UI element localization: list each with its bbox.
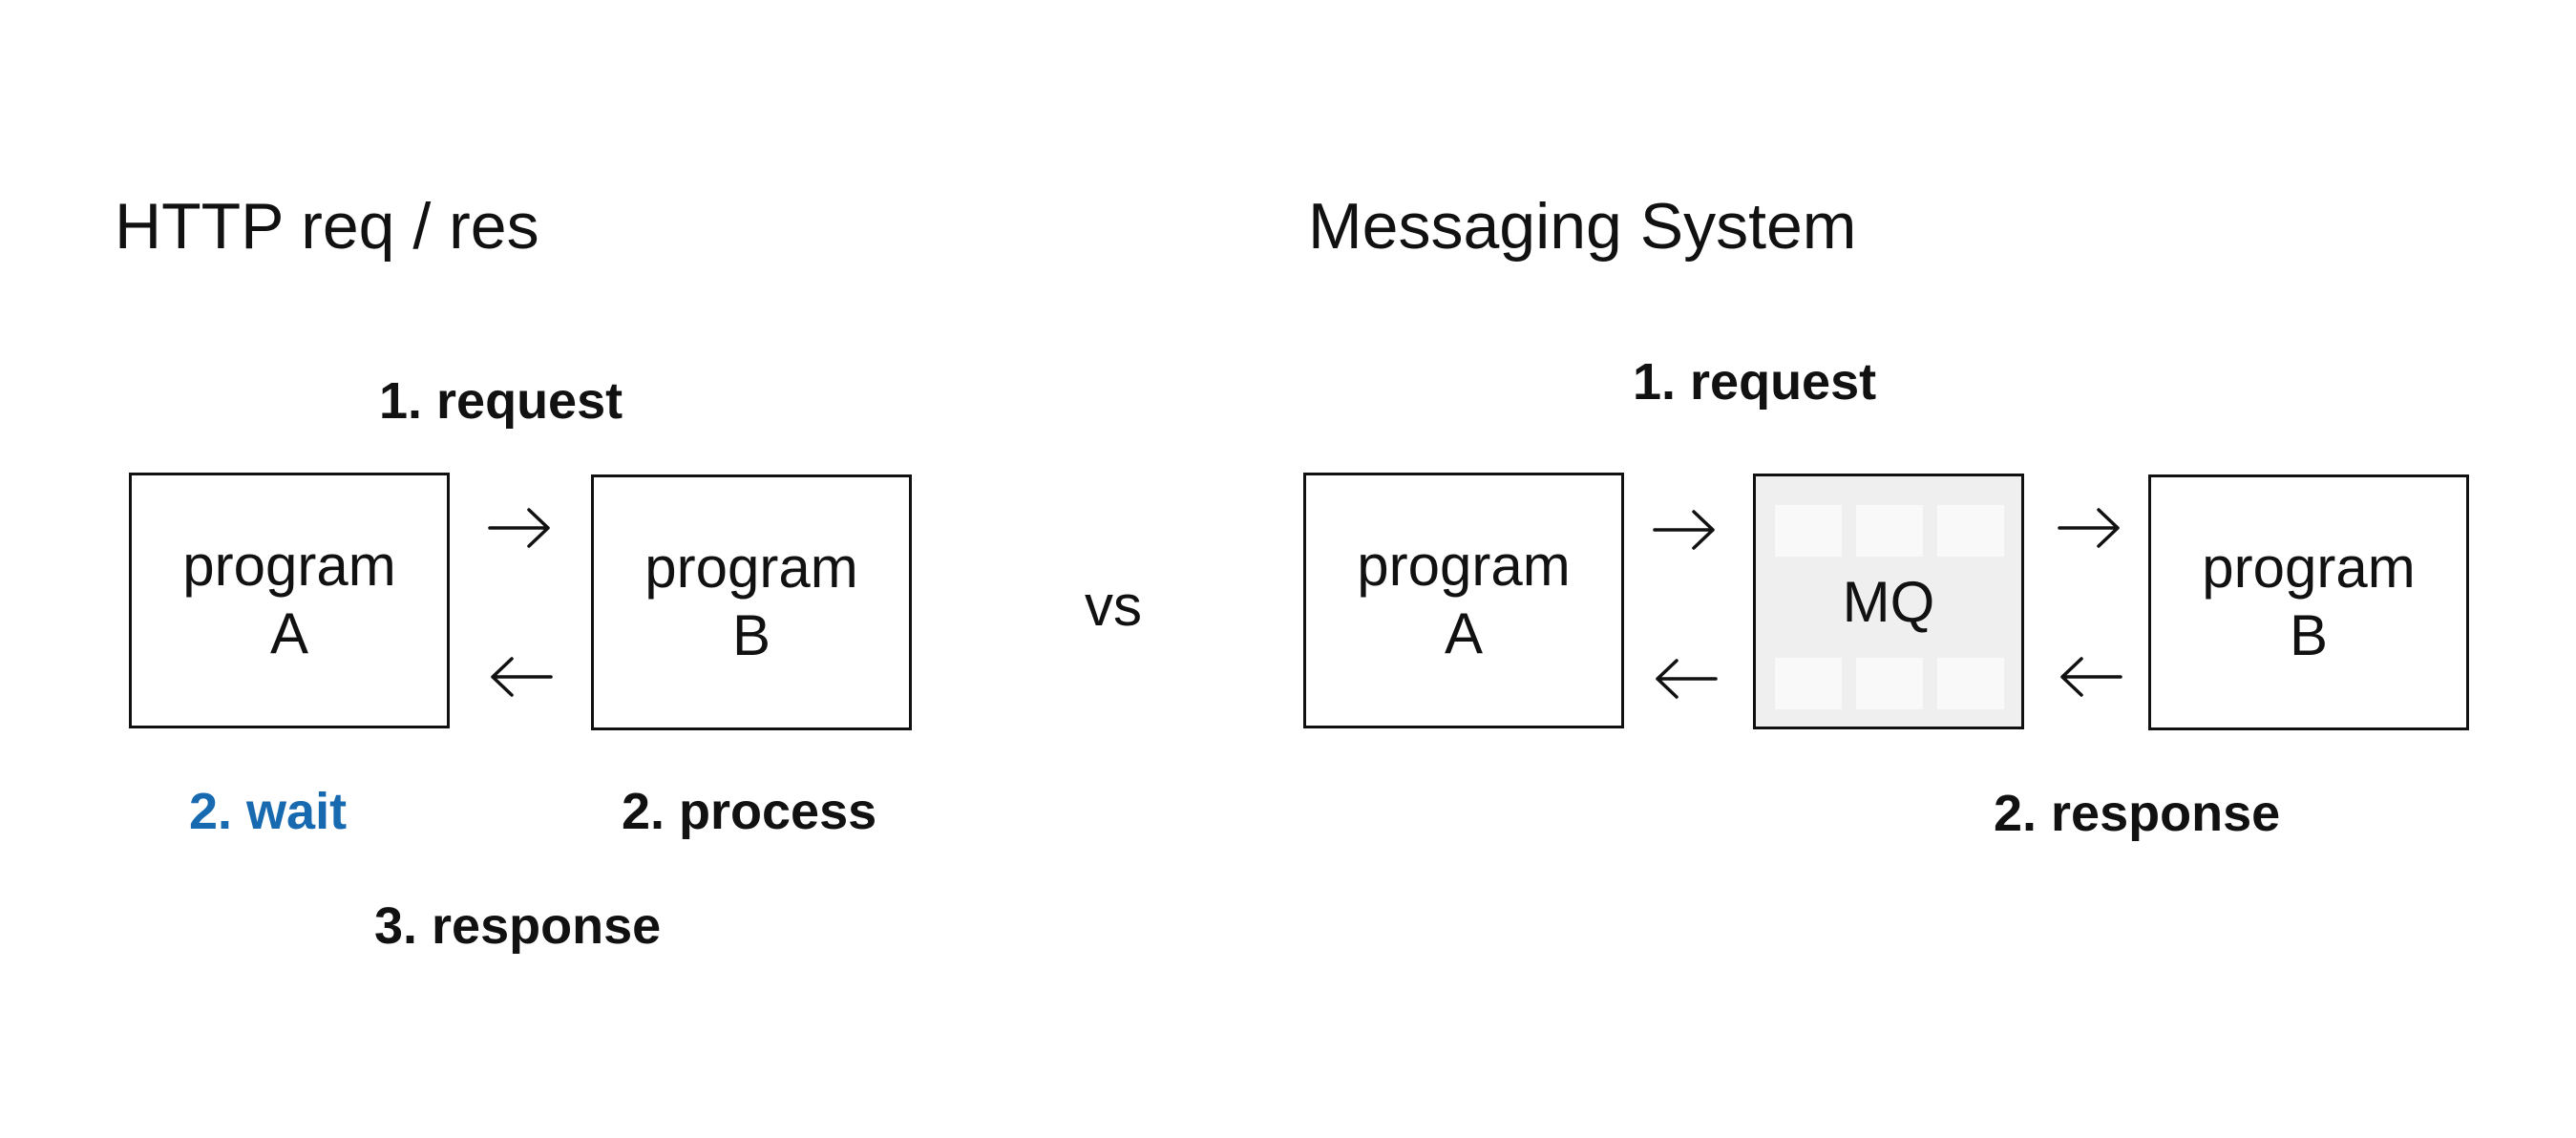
http-program-a-box: program A	[129, 473, 450, 728]
http-step-wait: 2. wait	[189, 783, 348, 840]
arrow-right-icon	[488, 508, 550, 548]
message-queue-box: MQ	[1753, 474, 2024, 729]
messaging-step-response: 2. response	[1994, 785, 2281, 842]
messaging-program-b-line1: program	[2202, 536, 2416, 601]
http-program-b-line2: B	[731, 603, 771, 667]
messaging-step-request: 1. request	[1633, 353, 1877, 411]
http-step-response: 3. response	[374, 897, 662, 955]
http-program-b-box: program B	[591, 474, 912, 730]
http-program-a-line1: program	[182, 534, 396, 599]
messaging-program-b-box: program B	[2148, 474, 2469, 730]
messaging-program-a-line1: program	[1357, 534, 1571, 599]
messaging-program-a-box: program A	[1303, 473, 1624, 728]
arrow-left-icon	[1656, 659, 1718, 699]
messaging-section-title: Messaging System	[1308, 190, 1857, 263]
queue-slot	[1937, 505, 2004, 557]
queue-slot	[1937, 658, 2004, 709]
vs-separator: vs	[1085, 574, 1142, 638]
http-program-b-line1: program	[644, 536, 858, 601]
message-queue-label: MQ	[1842, 569, 1935, 634]
http-step-process: 2. process	[622, 783, 877, 840]
http-step-request: 1. request	[379, 372, 623, 430]
arrow-left-icon	[2060, 657, 2122, 697]
messaging-program-b-line2: B	[2289, 603, 2329, 667]
queue-slot	[1856, 505, 1923, 557]
queue-slot	[1775, 505, 1842, 557]
arrow-right-icon	[2058, 508, 2120, 548]
messaging-program-a-line2: A	[1444, 601, 1484, 665]
queue-slot	[1775, 658, 1842, 709]
queue-slot	[1856, 658, 1923, 709]
arrow-right-icon	[1653, 510, 1715, 550]
arrow-left-icon	[491, 657, 553, 697]
http-section-title: HTTP req / res	[115, 190, 539, 263]
http-program-a-line2: A	[269, 601, 309, 665]
